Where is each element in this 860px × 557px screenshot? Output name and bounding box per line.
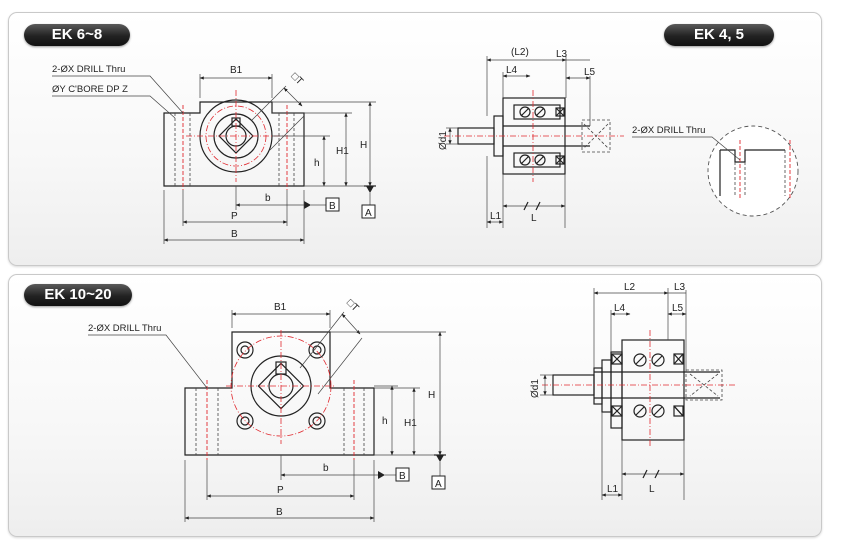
badge-ek-4-5: EK 4, 5 — [664, 24, 774, 46]
dim-d1-label-2: Ød1 — [530, 379, 541, 398]
callout-drill-thru-2: 2-ØX DRILL Thru — [88, 323, 161, 334]
callout-drill-thru: 2-ØX DRILL Thru — [52, 64, 125, 75]
dim-l3-label: L3 — [556, 49, 568, 60]
dim-d1-label: Ød1 — [438, 131, 449, 150]
dim-p-label: P — [231, 211, 238, 222]
dim-l5-label: L5 — [584, 67, 596, 78]
dim-b1-label-2: B1 — [274, 302, 287, 313]
dim-l2-label: (L2) — [511, 47, 529, 58]
dim-b1-label: B1 — [230, 65, 243, 76]
top-side-view: (L2) L3 L4 L5 Ød1 L1 L — [438, 47, 624, 228]
dim-l1-label-2: L1 — [607, 484, 619, 495]
dim-b-small-label-2: b — [323, 463, 329, 474]
dim-h-small-label: h — [314, 158, 320, 169]
dim-b-small-label: b — [265, 193, 271, 204]
dim-b-label: B — [231, 229, 238, 240]
dim-t-label-2: □T — [344, 298, 360, 314]
dim-l5-label-2: L5 — [672, 303, 684, 314]
badge-ek-6-8: EK 6~8 — [24, 24, 130, 46]
top-front-view: □T B1 2-ØX DRILL Thru ØY C'BORE DP Z H H… — [52, 64, 376, 244]
datum-b-label: B — [329, 201, 336, 212]
detail-callout-drill: 2-ØX DRILL Thru — [632, 125, 705, 136]
datum-a-label: A — [365, 208, 372, 219]
dim-h1-label: H1 — [336, 146, 349, 157]
dim-h1-label-2: H1 — [404, 418, 417, 429]
top-detail-view: 2-ØX DRILL Thru — [632, 125, 799, 217]
dim-h-small-label-2: h — [382, 416, 388, 427]
dim-t-label: □T — [289, 71, 305, 87]
dim-h-label: H — [360, 140, 367, 151]
datum-a-label-2: A — [435, 479, 442, 490]
dim-p-label-2: P — [277, 485, 284, 496]
dim-l4-label: L4 — [506, 65, 518, 76]
callout-cbore: ØY C'BORE DP Z — [52, 84, 128, 95]
dim-l4-label-2: L4 — [614, 303, 626, 314]
dim-h-label-2: H — [428, 390, 435, 401]
dim-l1-label: L1 — [490, 211, 502, 222]
dim-l2-label-2: L2 — [624, 282, 636, 293]
bottom-front-view: □T B1 2-ØX DRILL Thru H H1 h A B — [88, 298, 446, 522]
bottom-side-view: L2 L3 L4 L5 Ød1 L1 L — [530, 282, 736, 500]
dim-b-label-2: B — [276, 507, 283, 518]
dim-l-label-2: L — [649, 484, 655, 495]
panel-ek-6-8-and-ek-4-5 — [8, 12, 822, 266]
dim-l3-label-2: L3 — [674, 282, 686, 293]
dim-l-label: L — [531, 213, 537, 224]
badge-ek-10-20: EK 10~20 — [24, 284, 132, 306]
datum-b-label-2: B — [399, 471, 406, 482]
